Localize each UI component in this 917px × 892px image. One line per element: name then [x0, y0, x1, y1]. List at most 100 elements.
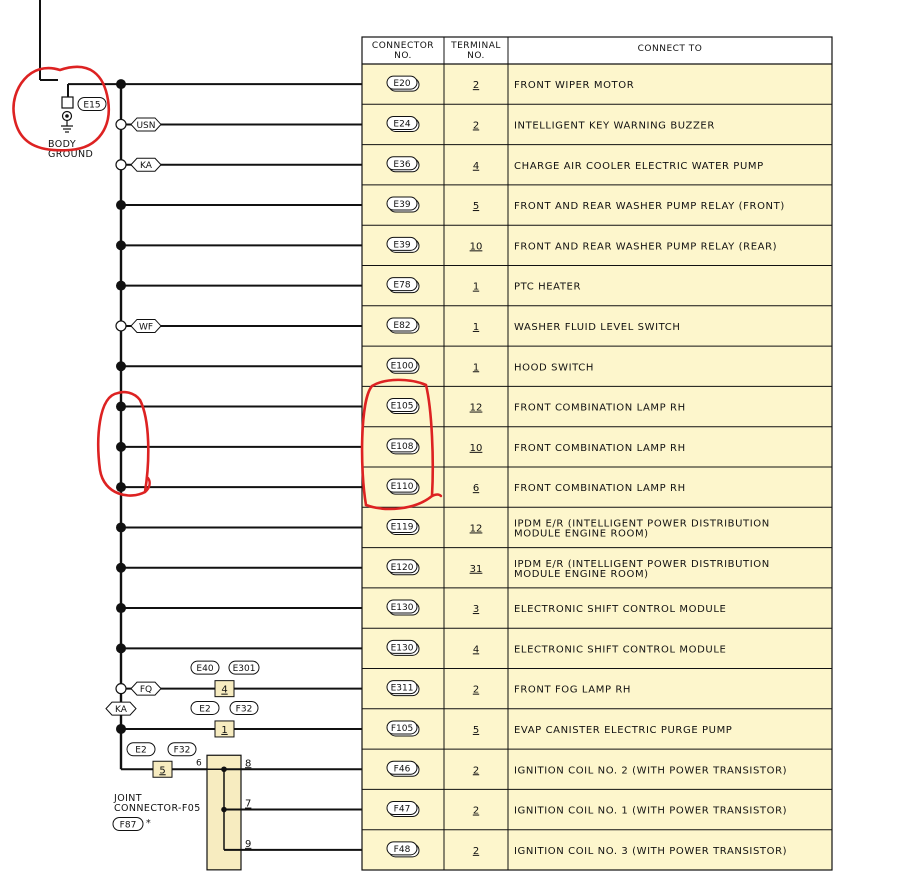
row-connector-outline [386, 720, 418, 735]
joint-splice-dot [221, 766, 227, 773]
inline-connector-outline [167, 742, 197, 757]
header-connector-no: NO. [394, 51, 412, 61]
ka-marker-shape [105, 701, 137, 716]
option-tag-label: USN [136, 121, 155, 131]
row-connector-label: E20 [393, 79, 410, 89]
row-connect-to: PTC HEATER [514, 282, 581, 293]
row-connect-to: IGNITION COIL NO. 3 (WITH POWER TRANSIST… [514, 846, 787, 857]
ground-terminal-box [61, 96, 74, 109]
splice-dot [116, 562, 126, 573]
row-connect-to: WASHER FLUID LEVEL SWITCH [514, 322, 680, 333]
inline-connector-outline [190, 700, 220, 715]
row-terminal: 4 [473, 161, 479, 172]
inline-pin-box [214, 720, 235, 738]
joint-pin-out: 9 [245, 839, 251, 850]
ground-connector-outline [77, 97, 107, 111]
row-terminal: 1 [473, 322, 479, 333]
row-connector-outline [386, 801, 418, 816]
row-terminal: 1 [473, 282, 479, 293]
ka-marker-label: KA [115, 705, 128, 715]
table-row-fill [362, 467, 832, 508]
row-connector-label: F46 [394, 764, 411, 774]
row-connector-label: F105 [391, 724, 413, 734]
row-terminal: 1 [473, 362, 479, 373]
row-connector-outline [386, 398, 418, 413]
table-row-fill [362, 305, 832, 347]
row-connector-label: E39 [393, 240, 410, 250]
row-connector-label: E130 [391, 603, 414, 613]
row-connect-to: EVAP CANISTER ELECTRIC PURGE PUMP [514, 725, 732, 736]
header-connector: CONNECTOR [372, 41, 434, 51]
row-terminal: 2 [473, 846, 479, 857]
table-row-fill [362, 507, 832, 548]
joint-label-line2: CONNECTOR-F05 [114, 803, 201, 814]
row-terminal: 10 [470, 241, 483, 252]
row-connector-outline [386, 841, 418, 856]
row-connector-outline [386, 75, 418, 90]
option-tag-label: WF [139, 322, 153, 332]
inline-connector-outline [229, 700, 259, 715]
table-row-fill [362, 587, 832, 629]
row-terminal: 2 [473, 765, 479, 776]
row-connector-label: E78 [393, 281, 410, 291]
row-connector-outline [386, 478, 418, 493]
row-connect-to: CHARGE AIR COOLER ELECTRIC WATER PUMP [514, 161, 764, 172]
row-connect-to: ELECTRONIC SHIFT CONTROL MODULE [514, 644, 726, 655]
row-terminal: 5 [473, 725, 479, 736]
table-row-fill [362, 628, 832, 669]
table-row-fill [362, 225, 832, 266]
table-row-fill [362, 708, 832, 750]
row-connect-to: FRONT AND REAR WASHER PUMP RELAY (FRONT) [514, 201, 785, 212]
row-terminal: 12 [470, 523, 483, 534]
inline-pin-box [214, 680, 235, 698]
header-terminal: TERMINAL [450, 41, 501, 51]
table-row-fill [362, 265, 832, 306]
row-connector-label: E110 [391, 482, 414, 492]
inline-connector-outline [126, 742, 156, 757]
inline-connector-label: E301 [233, 664, 256, 674]
row-connector-label: E120 [391, 563, 414, 573]
row-connector-label: F48 [394, 845, 411, 855]
inline-connector-label: E2 [199, 704, 210, 714]
splice-dot [116, 482, 126, 493]
row-connector-label: E36 [393, 160, 410, 170]
row-connector-outline [386, 156, 418, 171]
splice-open [115, 118, 127, 131]
row-connect-to: IPDM E/R (INTELLIGENT POWER DISTRIBUTION [514, 518, 770, 529]
joint-splice-dot [221, 806, 227, 813]
row-connector-outline [386, 559, 418, 574]
splice-dot [116, 723, 126, 734]
note-asterisk: * [146, 818, 151, 829]
inline-pin-label: 4 [221, 685, 227, 696]
splice-open [115, 159, 127, 171]
row-terminal: 10 [470, 443, 483, 454]
option-tag-shape [130, 157, 162, 172]
splice-dot [116, 200, 126, 211]
row-terminal: 31 [470, 564, 483, 575]
option-tag-label: KA [140, 161, 153, 171]
ground-label-line1: BODY [48, 139, 76, 150]
row-connect-to: FRONT FOG LAMP RH [514, 685, 631, 696]
row-connector-outline [386, 277, 418, 292]
splice-dot [116, 441, 126, 452]
row-connector-label: E311 [391, 684, 414, 694]
row-connector-label: F47 [394, 805, 411, 815]
row-terminal: 12 [470, 403, 483, 414]
table-row-fill [362, 64, 832, 105]
row-connector-label: E108 [391, 442, 414, 452]
inline-connector-outline [228, 660, 260, 675]
row-connect-to: ELECTRONIC SHIFT CONTROL MODULE [514, 604, 726, 615]
option-tag-shape [130, 318, 162, 333]
row-connector-outline [386, 236, 418, 251]
red-circle-flick [430, 493, 443, 498]
splice-dot [116, 603, 126, 614]
ground-connector-label: E15 [83, 100, 100, 110]
option-tag-shape [130, 681, 162, 696]
row-connector-label: E119 [391, 522, 414, 532]
inline-connector-label: E2 [135, 746, 146, 756]
row-connect-to: IGNITION COIL NO. 1 (WITH POWER TRANSIST… [514, 806, 787, 817]
ground-symbol-dot [65, 114, 69, 118]
row-terminal: 5 [473, 201, 479, 212]
table-row-fill [362, 547, 832, 588]
